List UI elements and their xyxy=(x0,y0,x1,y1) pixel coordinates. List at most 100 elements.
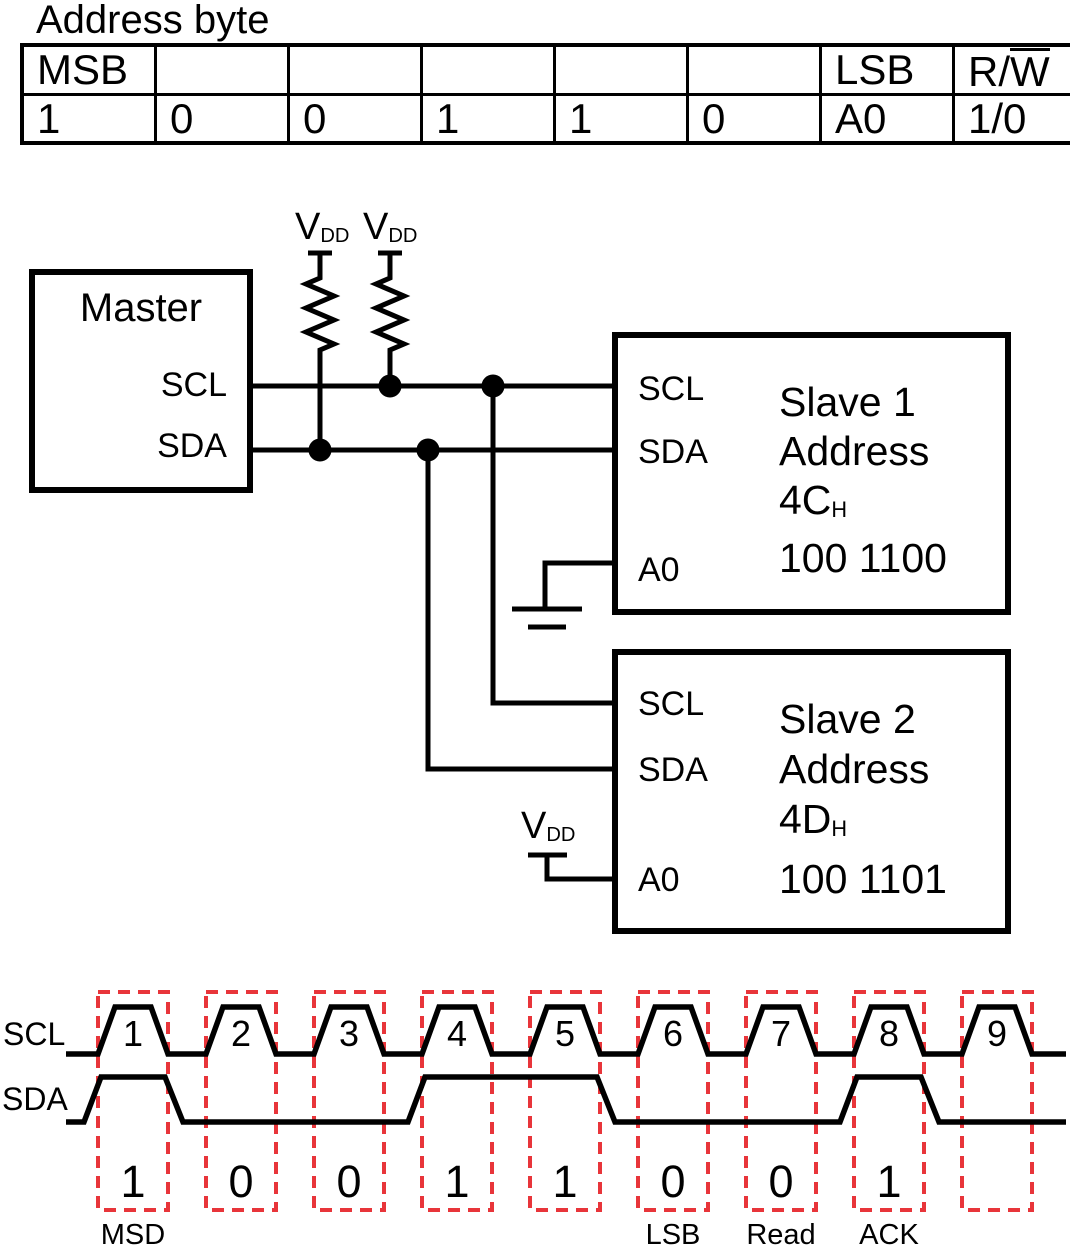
slave1-pin-a0: A0 xyxy=(638,551,680,589)
bit-value: 0 xyxy=(228,1156,254,1207)
bit-value: 1 xyxy=(120,1156,146,1207)
slave2-hex: 4DH xyxy=(779,794,947,854)
bit-label: MSD xyxy=(100,1219,166,1247)
clock-number: 2 xyxy=(230,1013,252,1054)
vdd-sub: DD xyxy=(320,225,350,247)
bit-value: 0 xyxy=(660,1156,686,1207)
bit-label: LSB xyxy=(645,1219,701,1247)
clock-cycle-box xyxy=(420,990,494,1212)
slave1-pin-scl: SCL xyxy=(638,370,705,408)
bit-cell-rw: 1/0 xyxy=(952,93,1070,145)
clock-cycle-box xyxy=(528,990,602,1212)
scl-waveform xyxy=(66,1004,1066,1057)
bit-value: 0 xyxy=(336,1156,362,1207)
bit-cell: 1 xyxy=(20,93,157,145)
timing-scl-label: SCL xyxy=(3,1016,66,1052)
sda-branch-wire xyxy=(425,450,615,772)
vdd-v: V xyxy=(295,206,321,248)
clock-number: 9 xyxy=(986,1013,1008,1054)
slave1-name: Slave 1 xyxy=(779,379,916,425)
header-cell xyxy=(420,43,556,96)
slave1-pin-sda: SDA xyxy=(638,433,708,471)
slave2-binary: 100 1101 xyxy=(779,856,947,902)
header-cell xyxy=(553,43,689,96)
slave1-hex: 4CH xyxy=(779,476,947,534)
master-pin-sda: SDA xyxy=(157,427,227,465)
timing-sda-label: SDA xyxy=(2,1081,68,1117)
clock-number: 5 xyxy=(554,1013,576,1054)
timing-diagram xyxy=(66,990,1066,1212)
master-box xyxy=(29,269,253,493)
clock-cycle-box xyxy=(204,990,278,1212)
pullup-resistor-sda xyxy=(299,250,341,450)
vdd-label-slave2: VDD xyxy=(521,807,575,845)
clock-cycle-box xyxy=(852,990,926,1212)
hex-value: 4C xyxy=(779,477,832,523)
clock-number: 6 xyxy=(662,1013,684,1054)
scl-branch-wire xyxy=(490,386,615,706)
vdd-tap-slave2 xyxy=(528,852,615,882)
page-title: Address byte xyxy=(36,0,270,42)
header-cell xyxy=(287,43,423,96)
clock-number: 1 xyxy=(122,1013,144,1054)
bit-cell: 0 xyxy=(154,93,290,145)
clock-number: 3 xyxy=(338,1013,360,1054)
header-cell-lsb: LSB xyxy=(819,43,955,96)
header-cell-msb: MSB xyxy=(20,43,157,96)
slave1-address-word: Address xyxy=(779,428,930,474)
bit-cell: 1 xyxy=(553,93,689,145)
rw-overline-w: W xyxy=(1010,47,1050,95)
vdd-sub: DD xyxy=(546,824,576,846)
header-cell-rw: R/W xyxy=(952,43,1070,96)
master-label: Master xyxy=(79,286,203,330)
clock-cycle-box xyxy=(636,990,710,1212)
table-data-row: 1 0 0 1 1 0 A0 1/0 xyxy=(20,93,1070,145)
clock-number: 7 xyxy=(770,1013,792,1054)
pullup-resistor-scl xyxy=(369,250,411,386)
slave2-pin-a0: A0 xyxy=(638,861,680,899)
header-cell xyxy=(154,43,290,96)
slave2-address-word: Address xyxy=(779,746,930,792)
bit-cell-a0: A0 xyxy=(819,93,955,145)
address-byte-table: MSB LSB R/W 1 0 0 1 1 0 A0 1/0 xyxy=(20,43,1070,145)
bit-value: 0 xyxy=(768,1156,794,1207)
clock-cycle-box xyxy=(312,990,386,1212)
vdd-v: V xyxy=(363,206,389,248)
vdd-label-1: VDD xyxy=(295,208,349,246)
vdd-label-2: VDD xyxy=(363,208,417,246)
slave2-pin-scl: SCL xyxy=(638,685,705,723)
slave1-box xyxy=(612,332,1011,615)
header-cell xyxy=(686,43,822,96)
sda-waveform xyxy=(66,1074,1066,1125)
clock-cycle-box xyxy=(744,990,818,1212)
clock-cycle-box xyxy=(960,990,1034,1212)
vdd-sub: DD xyxy=(388,225,418,247)
clock-number: 8 xyxy=(878,1013,900,1054)
table-header-row: MSB LSB R/W xyxy=(20,43,1070,96)
slave1-info: Slave 1 Address 4CH 100 1100 xyxy=(779,378,947,583)
slave1-binary: 100 1100 xyxy=(779,535,947,581)
bit-cell: 0 xyxy=(686,93,822,145)
bit-value: 1 xyxy=(444,1156,470,1207)
slave2-box xyxy=(612,649,1011,934)
hex-subscript: H xyxy=(831,497,848,522)
bit-cell: 0 xyxy=(287,93,423,145)
clock-cycle-box xyxy=(96,990,170,1212)
vdd-v: V xyxy=(521,805,547,847)
clock-number: 4 xyxy=(446,1013,468,1054)
master-pin-scl: SCL xyxy=(160,366,227,404)
slave2-info: Slave 2 Address 4DH 100 1101 xyxy=(779,694,947,904)
bit-value: 1 xyxy=(552,1156,578,1207)
slave2-pin-sda: SDA xyxy=(638,751,708,789)
bit-label: ACK xyxy=(859,1219,919,1247)
bit-value: 1 xyxy=(876,1156,902,1207)
hex-value: 4D xyxy=(779,796,832,842)
bit-cell: 1 xyxy=(420,93,556,145)
slave2-name: Slave 2 xyxy=(779,696,916,742)
junction-dots xyxy=(308,374,505,462)
hex-subscript: H xyxy=(831,816,848,841)
rw-prefix: R/ xyxy=(968,47,1010,95)
bit-label: Read xyxy=(746,1219,816,1247)
